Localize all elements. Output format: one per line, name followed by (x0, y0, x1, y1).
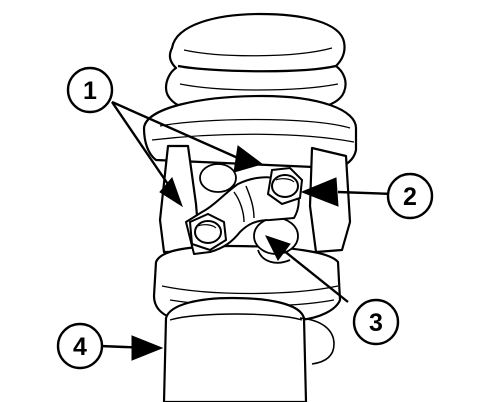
arrowhead-1a (159, 177, 183, 208)
lower-shaft (162, 296, 335, 402)
arrowhead-3 (265, 235, 291, 261)
upper-boot (164, 12, 347, 110)
callout-4-label: 4 (73, 333, 87, 361)
arrowhead-1b (233, 145, 264, 173)
arrowheads (131, 145, 339, 361)
arrowhead-2 (300, 177, 339, 207)
callout-2-label: 2 (403, 183, 417, 211)
callout-3: 3 (352, 298, 400, 346)
clamp-bolt-lower (188, 212, 228, 252)
callout-3-label: 3 (369, 309, 383, 337)
callout-2: 2 (386, 172, 434, 220)
callout-4: 4 (56, 322, 104, 370)
clamp-bolt-upper (266, 166, 304, 206)
upper-housing (142, 94, 358, 170)
callout-1: 1 (66, 66, 114, 114)
arrowhead-4 (131, 335, 164, 361)
callout-1-label: 1 (83, 77, 97, 105)
coupling-body (152, 144, 352, 322)
